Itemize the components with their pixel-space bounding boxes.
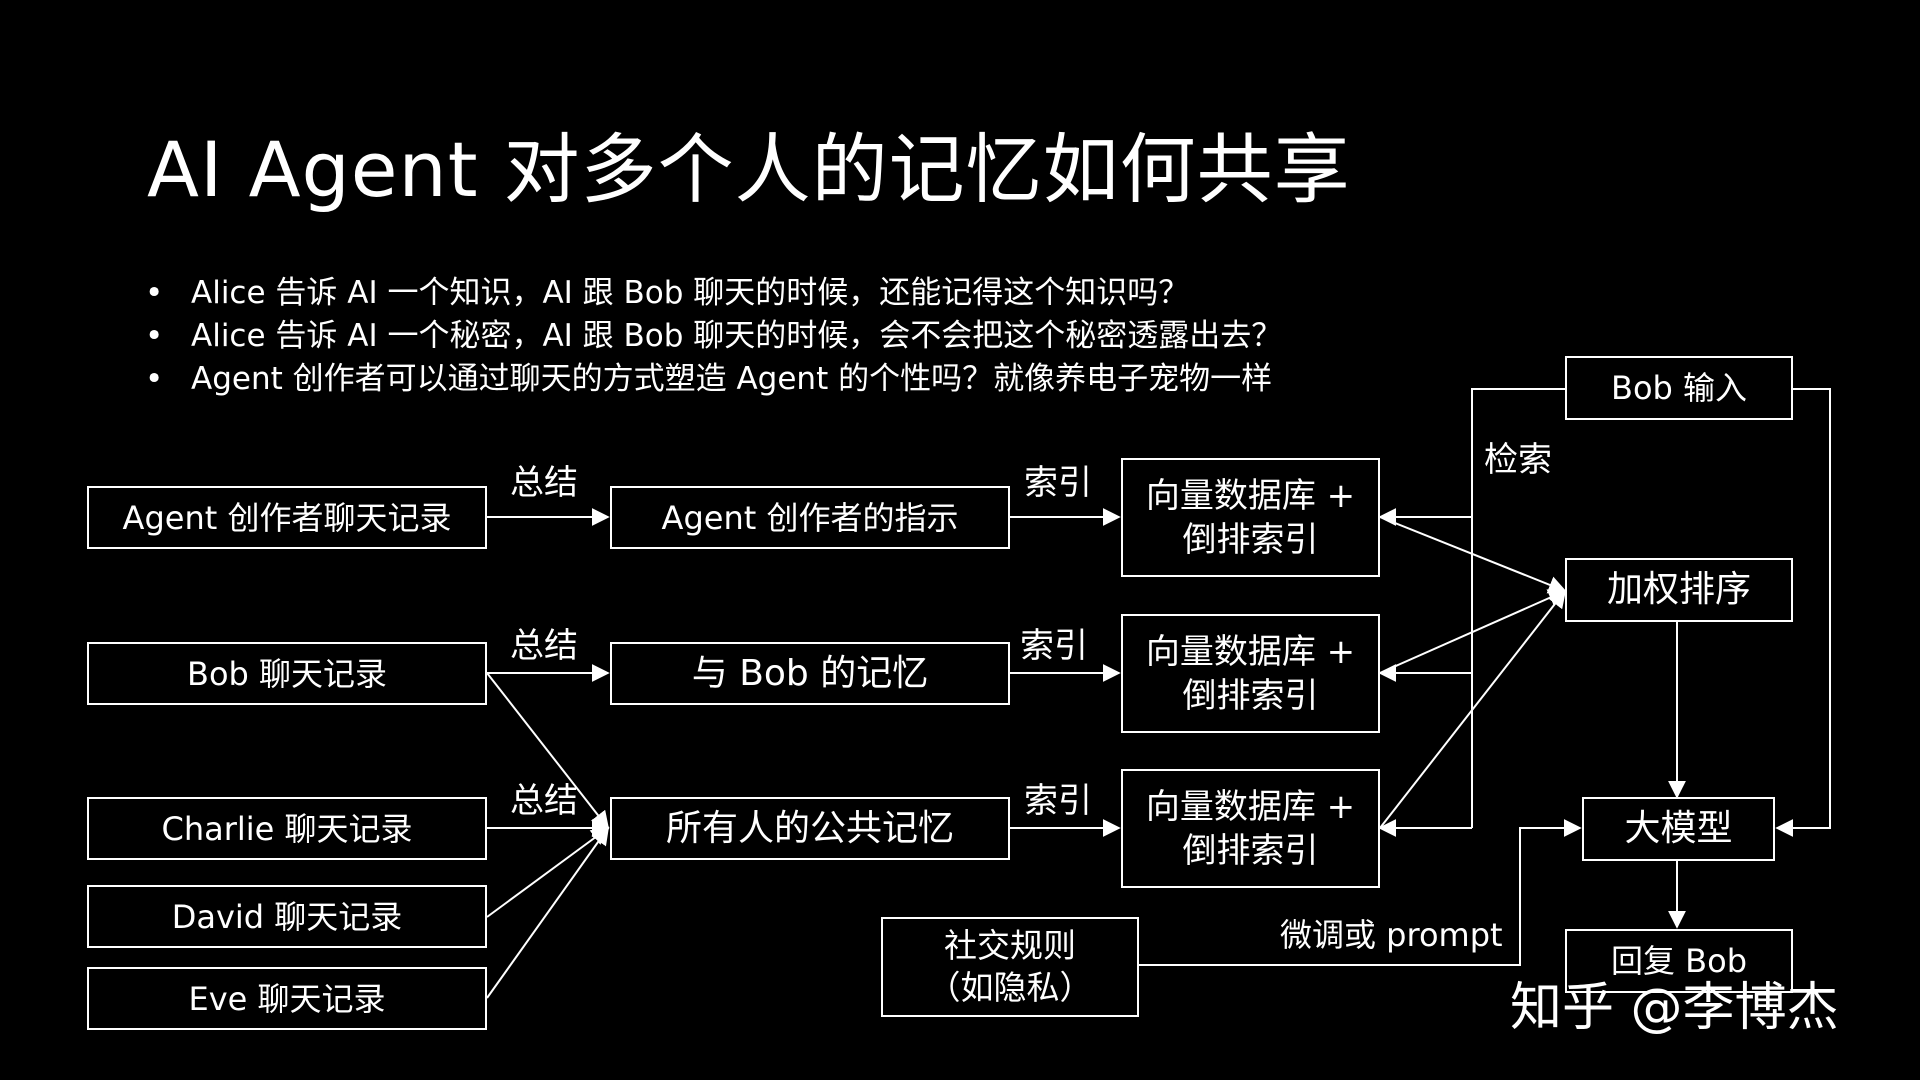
db-label-line2: 倒排索引 [1182, 519, 1319, 560]
bullet-item: Alice 告诉 AI 一个知识，AI 跟 Bob 聊天的时候，还能记得这个知识… [145, 272, 1282, 315]
label-index-3: 索引 [1024, 781, 1092, 821]
arrow-bobinput-to-llm [1775, 388, 1831, 837]
db-label-line1: 向量数据库 + [1145, 631, 1356, 672]
david-chat-log-box: David 聊天记录 [87, 885, 487, 948]
arrow-bob-to-public-memory [486, 672, 610, 830]
retrieval-bus [1471, 388, 1565, 828]
llm-box: 大模型 [1582, 797, 1775, 861]
label-index-1: 索引 [1024, 463, 1092, 503]
label-summarize-2: 总结 [510, 626, 578, 666]
arrow-eve-to-public-memory [486, 826, 610, 999]
label-index-2: 索引 [1020, 626, 1088, 666]
bob-input-box: Bob 输入 [1565, 356, 1793, 420]
eve-chat-log-box: Eve 聊天记录 [87, 967, 487, 1030]
social-rules-box: 社交规则 （如隐私） [881, 917, 1139, 1017]
social-rules-example: （如隐私） [927, 968, 1093, 1007]
reply-bob-box: 回复 Bob [1565, 929, 1793, 993]
label-retrieve: 检索 [1484, 440, 1552, 480]
arrow-db2-to-rank [1379, 589, 1567, 674]
question-list: Alice 告诉 AI 一个知识，AI 跟 Bob 聊天的时候，还能记得这个知识… [145, 272, 1282, 401]
vector-db-box-bob: 向量数据库 + 倒排索引 [1121, 614, 1380, 733]
charlie-chat-log-box: Charlie 聊天记录 [87, 797, 487, 860]
public-memory-box: 所有人的公共记忆 [610, 797, 1010, 860]
watermark: 知乎 @李博杰 [1510, 978, 1839, 1038]
db-label-line2: 倒排索引 [1182, 675, 1319, 716]
bob-memory-box: 与 Bob 的记忆 [610, 642, 1010, 705]
creator-instructions-box: Agent 创作者的指示 [610, 486, 1010, 549]
label-summarize-3: 总结 [510, 781, 578, 821]
weighted-ranking-box: 加权排序 [1565, 558, 1793, 622]
vector-db-box-public: 向量数据库 + 倒排索引 [1121, 769, 1380, 888]
label-summarize-1: 总结 [510, 463, 578, 503]
db-label-line1: 向量数据库 + [1145, 475, 1356, 516]
creator-chat-log-box: Agent 创作者聊天记录 [87, 486, 487, 549]
social-rules-title: 社交规则 [944, 926, 1076, 965]
label-finetune-or-prompt: 微调或 prompt [1280, 916, 1503, 954]
arrow-rules-to-llm [1139, 819, 1582, 966]
slide-title: AI Agent 对多个人的记忆如何共享 [147, 125, 1351, 214]
arrow-david-to-public-memory [486, 826, 610, 918]
arrow-db1-to-rank [1379, 516, 1567, 594]
db-label-line2: 倒排索引 [1182, 830, 1319, 871]
bob-chat-log-box: Bob 聊天记录 [87, 642, 487, 705]
vector-db-box-creator: 向量数据库 + 倒排索引 [1121, 458, 1380, 577]
db-label-line1: 向量数据库 + [1145, 786, 1356, 827]
arrow-db3-to-rank [1379, 589, 1567, 829]
bullet-item: Agent 创作者可以通过聊天的方式塑造 Agent 的个性吗？就像养电子宠物一… [145, 358, 1282, 401]
bullet-item: Alice 告诉 AI 一个秘密，AI 跟 Bob 聊天的时候，会不会把这个秘密… [145, 315, 1282, 358]
